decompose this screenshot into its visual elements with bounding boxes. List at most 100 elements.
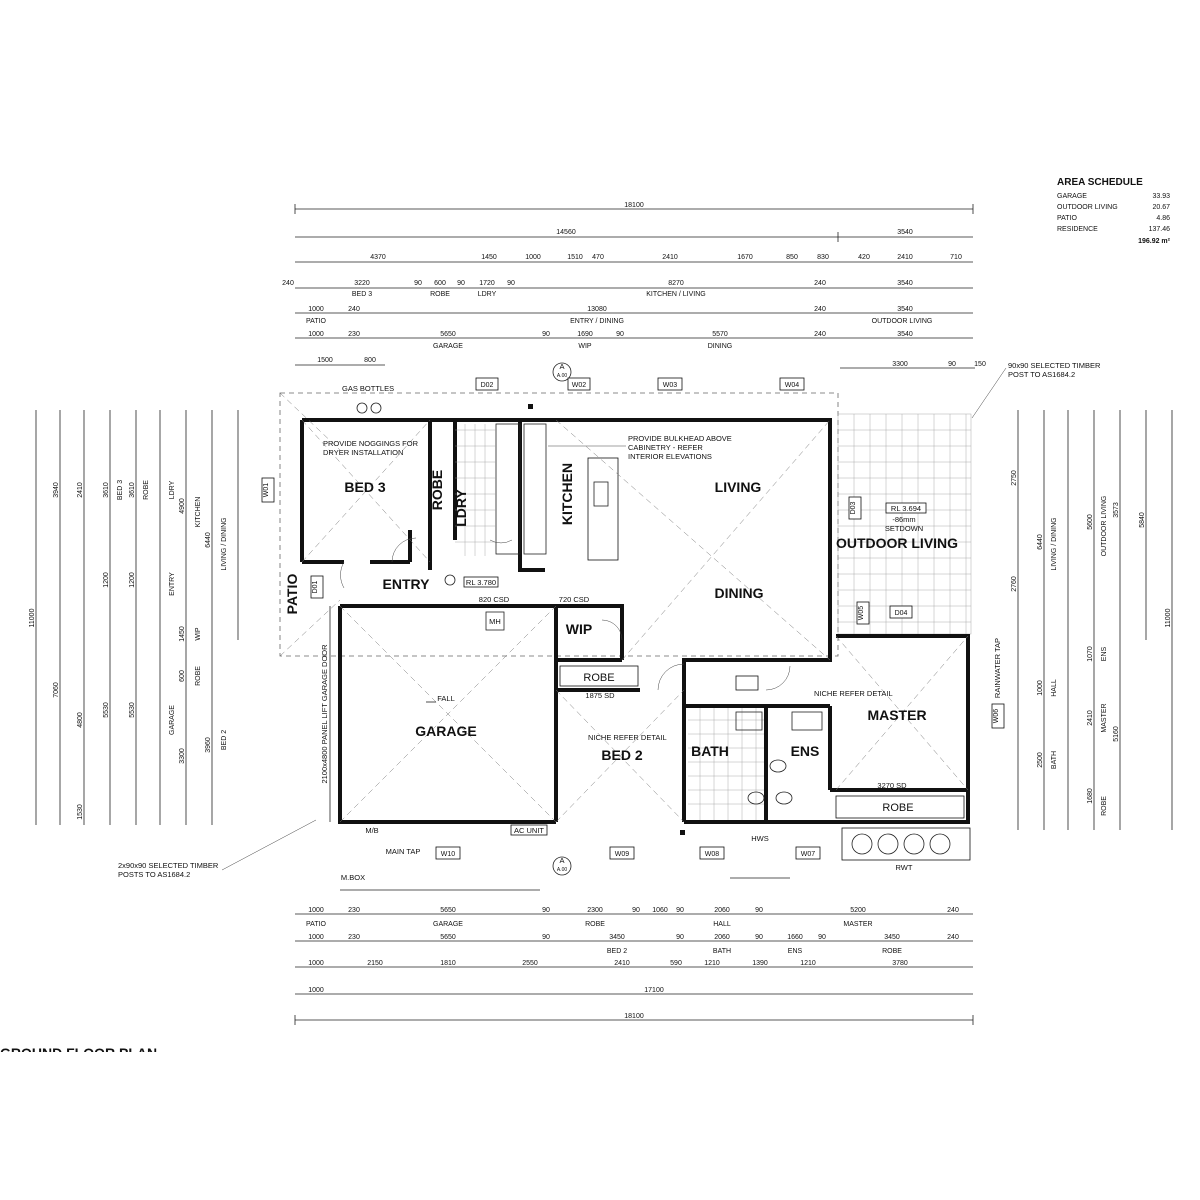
area-schedule: AREA SCHEDULE GARAGE 33.93 OUTDOOR LIVIN…	[1057, 177, 1171, 245]
room-entry: ENTRY	[383, 576, 431, 592]
dim-b1-240: 240	[947, 907, 959, 914]
dim-b2-label-ens: ENS	[788, 948, 803, 955]
bottom-dimensions: 1000 230 5650 90 2300 90 1060 90 2060 90…	[294, 877, 974, 1025]
dim-top3-i: 830	[817, 254, 829, 261]
dim-top6-label-garage: GARAGE	[433, 343, 463, 350]
dim-left-11000: 11000	[29, 608, 36, 627]
dim-right-2760: 2760	[1011, 576, 1018, 592]
dim-left-4800: 4800	[77, 712, 84, 728]
dim-right-2500: 2500	[1037, 752, 1044, 768]
schedule-total: 196.92 m²	[1138, 238, 1171, 245]
dim-b3-1210a: 1210	[704, 960, 720, 967]
dim-top3-k: 2410	[897, 254, 913, 261]
dim-right-label-outdoor: OUTDOOR LIVING	[1101, 496, 1108, 557]
dim-left-5530b: 5530	[129, 702, 136, 718]
dim-top6-1690: 1690	[577, 331, 593, 338]
dim-top3-h: 850	[786, 254, 798, 261]
note-gas-bottles: GAS BOTTLES	[342, 384, 394, 393]
dim-b2-90d: 90	[818, 934, 826, 941]
note-garage-door: 2100x4800 PANEL LIFT GARAGE DOOR	[320, 644, 329, 784]
dim-top4-8270: 8270	[668, 280, 684, 287]
dim-b3-1000: 1000	[308, 960, 324, 967]
dim-b1-230: 230	[348, 907, 360, 914]
room-ens: ENS	[791, 743, 820, 759]
dim-left-label-ldry: LDRY	[169, 480, 176, 499]
room-bath: BATH	[691, 743, 729, 759]
dim-left-label-robe: ROBE	[143, 480, 150, 500]
tag-w05: W05	[858, 606, 865, 621]
dim-left-3610a: 3610	[103, 482, 110, 498]
dim-left-1530: 1530	[77, 804, 84, 820]
schedule-label-garage: GARAGE	[1057, 193, 1087, 200]
rainwater-tank	[841, 827, 971, 861]
tag-d04: D04	[895, 610, 908, 617]
rl-marker-icon	[444, 574, 456, 586]
dim-left-label-garage: GARAGE	[169, 705, 176, 735]
kitchen-island	[587, 457, 619, 561]
dim-b3-590: 590	[670, 960, 682, 967]
note-rainwater-tap: RAINWATER TAP	[993, 638, 1002, 698]
schedule-value-outdoor: 20.67	[1152, 204, 1170, 211]
dim-b2-label-bath: BATH	[713, 948, 731, 955]
dim-top-3540: 3540	[897, 229, 913, 236]
dim-b2-label-bed2: BED 2	[607, 948, 627, 955]
dim-b1-1060: 1060	[652, 907, 668, 914]
room-bed3: BED 3	[344, 479, 385, 495]
basin-icon	[775, 791, 793, 805]
dim-left-label-entry: ENTRY	[169, 572, 176, 596]
note-fall: FALL	[437, 694, 455, 703]
dim-top6-5650: 5650	[440, 331, 456, 338]
tag-w10: W10	[441, 851, 456, 858]
dim-b3-1810: 1810	[440, 960, 456, 967]
note-robe-sd-2: 3270 SD	[877, 781, 907, 790]
dim-top6-90b: 90	[616, 331, 624, 338]
gas-bottle-icon	[370, 402, 382, 414]
dim-top3-b: 1450	[481, 254, 497, 261]
dim-top6-90a: 90	[542, 331, 550, 338]
dim-b1-2060: 2060	[714, 907, 730, 914]
dim-b2-90c: 90	[755, 934, 763, 941]
niche-box	[735, 675, 759, 691]
dim-top5-label-outdoor: OUTDOOR LIVING	[872, 318, 933, 325]
dim-left-1200b: 1200	[129, 572, 136, 588]
dim-1500: 1500	[317, 357, 333, 364]
note-rl-outdoor: RL 3.694	[891, 504, 921, 513]
note-niche-refer-2: NICHE REFER DETAIL	[588, 733, 667, 742]
dim-left-label-living: LIVING / DINING	[221, 517, 228, 570]
dim-left-3940: 3940	[53, 482, 60, 498]
dim-left-label-bed2: BED 2	[221, 730, 228, 750]
tag-d01: D01	[312, 580, 319, 593]
dim-top4-3220: 3220	[354, 280, 370, 287]
tag-w02: W02	[572, 382, 587, 389]
dim-150: 150	[974, 361, 986, 368]
vanity-icon	[791, 711, 823, 731]
tap-icon	[528, 404, 533, 409]
dim-right-1000: 1000	[1037, 680, 1044, 696]
dim-top4-90b: 90	[457, 280, 465, 287]
schedule-label-patio: PATIO	[1057, 215, 1078, 222]
dim-top5-240: 240	[348, 306, 360, 313]
dim-right-5160: 5160	[1113, 726, 1120, 742]
room-robe-bed3: ROBE	[429, 470, 445, 510]
tag-w04: W04	[785, 382, 800, 389]
dim-b2-90b: 90	[676, 934, 684, 941]
room-master: MASTER	[867, 707, 926, 723]
dim-left-label-kitchen: KITCHEN	[195, 497, 202, 528]
dim-top-14560: 14560	[556, 229, 576, 236]
tag-w07: W07	[801, 851, 816, 858]
note-ac-unit: AC UNIT	[514, 826, 544, 835]
dim-top3-j: 420	[858, 254, 870, 261]
top-dimensions: 18100 14560 3540 4370 1450 1000 1510 470…	[282, 202, 986, 369]
dim-right-1070: 1070	[1087, 646, 1094, 662]
room-wip: WIP	[566, 621, 592, 637]
dim-b1-1000: 1000	[308, 907, 324, 914]
dim-b4-1000: 1000	[308, 987, 324, 994]
dim-right-label-living: LIVING / DINING	[1051, 517, 1058, 570]
dim-top6-1000: 1000	[308, 331, 324, 338]
room-patio: PATIO	[284, 574, 300, 615]
room-garage: GARAGE	[415, 723, 476, 739]
dim-left-6440: 6440	[205, 532, 212, 548]
dim-b2-3450b: 3450	[884, 934, 900, 941]
